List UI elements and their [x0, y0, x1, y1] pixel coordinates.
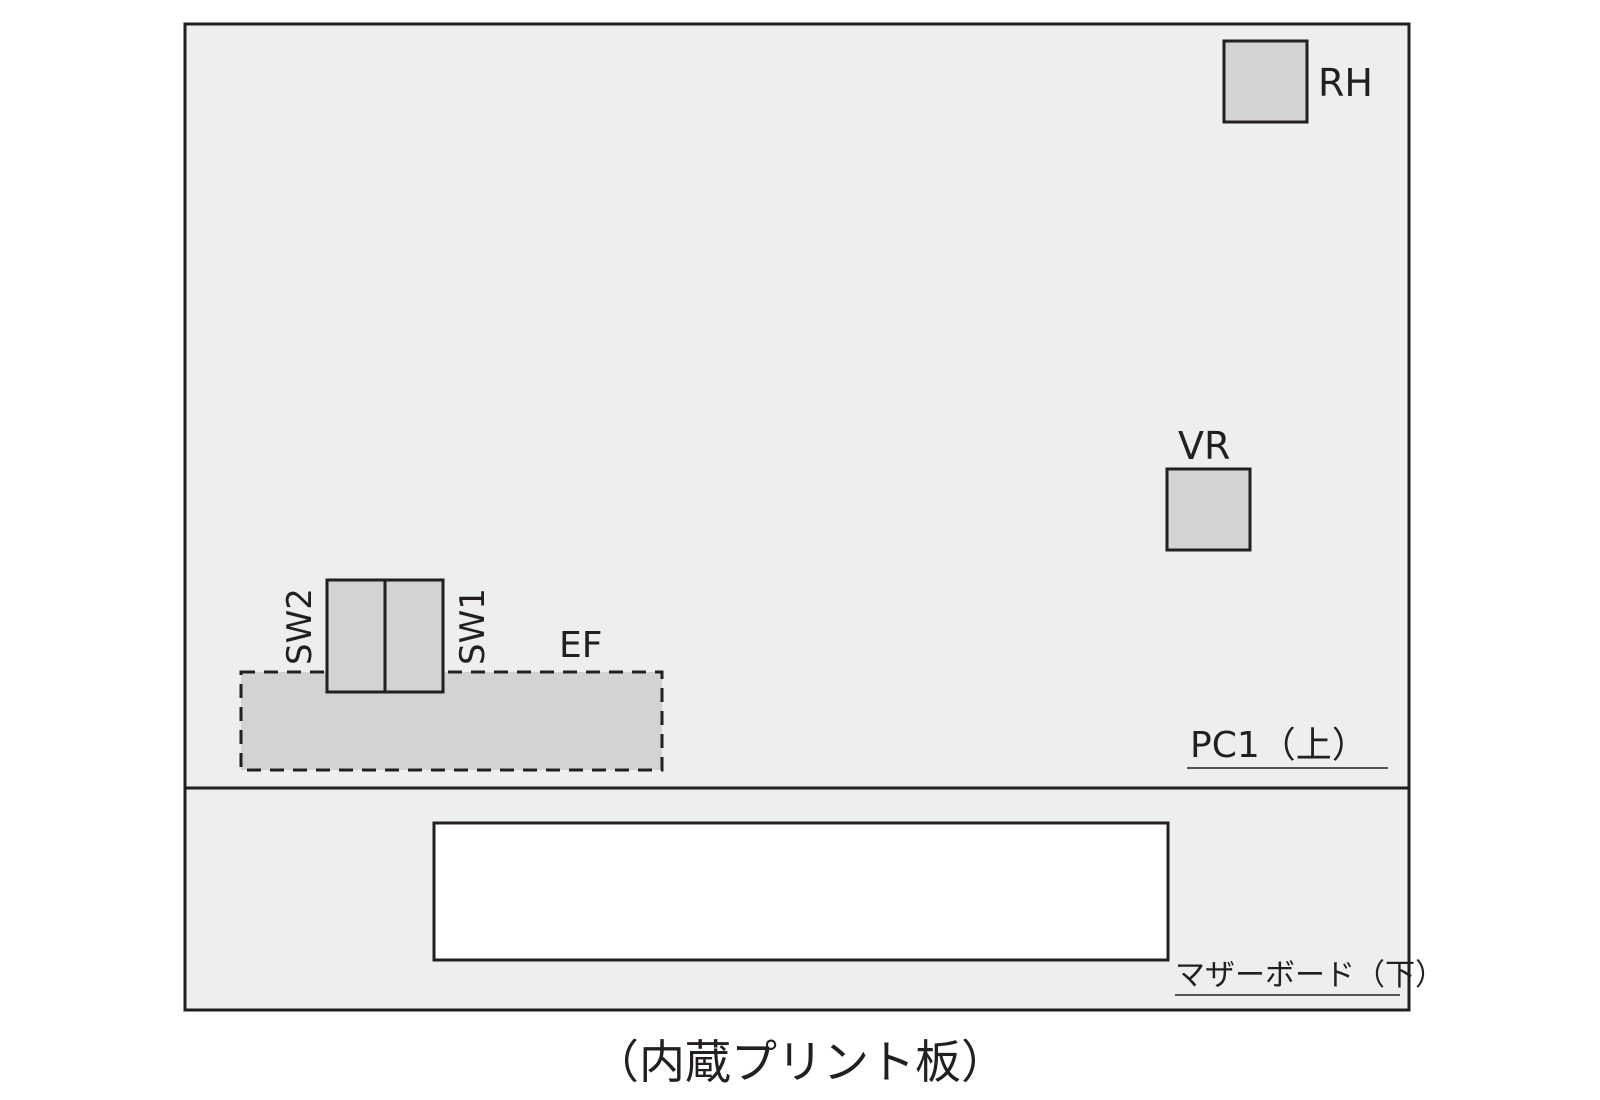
rh-component	[1222, 39, 1309, 124]
rh-label: RH	[1318, 61, 1373, 105]
motherboard-connector	[432, 821, 1170, 962]
pc1-label: PC1（上）	[1190, 725, 1368, 766]
sw2-label: SW2	[280, 588, 320, 665]
vr-label: VR	[1178, 424, 1230, 468]
sw1-label: SW1	[453, 588, 493, 665]
sw2-switch	[325, 578, 387, 694]
sw1-switch	[383, 578, 445, 694]
ef-label: EF	[559, 625, 602, 666]
motherboard-label: マザーボード（下）	[1175, 958, 1445, 993]
vr-component	[1165, 467, 1252, 552]
diagram-caption: （内蔵プリント板）	[593, 1035, 1007, 1089]
ef-area	[239, 670, 664, 772]
